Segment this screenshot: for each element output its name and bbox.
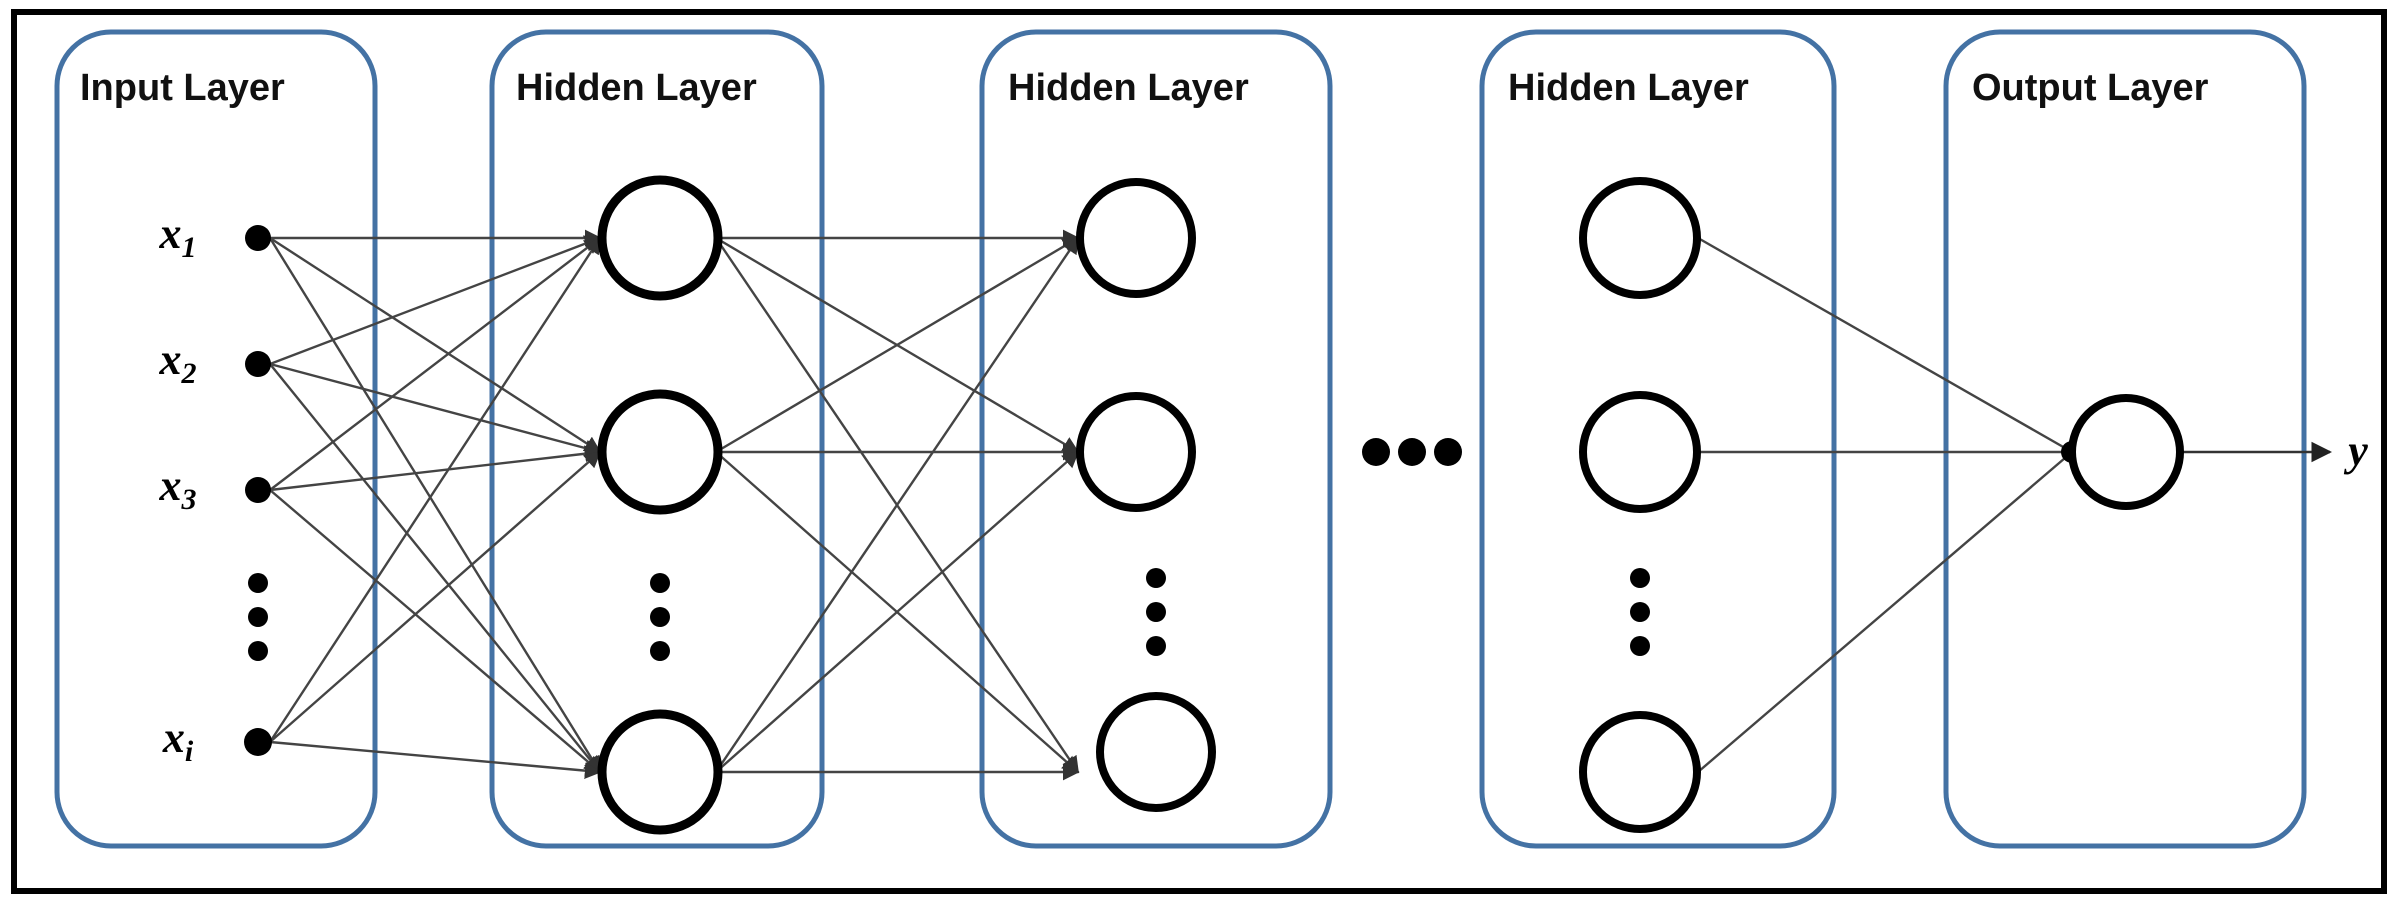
layer-title-hidden-3: Hidden Layer [1508, 67, 1749, 109]
neuron-hidden-1-1 [597, 175, 723, 301]
connections-input-to-hidden-1 [268, 229, 602, 779]
layer-box-output [1943, 29, 2307, 849]
layer-title-hidden-1: Hidden Layer [516, 67, 757, 109]
connections-hidden-3-to-output [1697, 236, 2073, 773]
input-node-x1: x1 [159, 209, 271, 264]
input-dot [245, 225, 271, 251]
input-label-x1: x1 [159, 209, 197, 264]
neuron-hidden-3-2 [1579, 391, 1701, 513]
neuron-hidden-3-3 [1579, 711, 1701, 833]
layers-horizontal-ellipsis-icon [1362, 438, 1462, 466]
hidden-1-vertical-ellipsis-icon [650, 573, 670, 661]
neuron-hidden-2-1 [1076, 178, 1196, 298]
connections-hidden-1-to-hidden-2 [715, 229, 1080, 781]
layer-box-hidden-2 [979, 29, 1333, 849]
input-dot [244, 728, 272, 756]
input-node-x3: x3 [159, 461, 271, 516]
input-vertical-ellipsis-icon [248, 573, 268, 661]
layer-box-hidden-1 [489, 29, 825, 849]
input-node-xi: xi [162, 713, 272, 768]
layer-title-hidden-2: Hidden Layer [1008, 67, 1249, 109]
neuron-output-1 [2068, 394, 2184, 510]
neuron-hidden-1-3 [597, 709, 723, 835]
hidden-3-vertical-ellipsis-icon [1630, 568, 1650, 656]
neuron-hidden-2-2 [1076, 392, 1196, 512]
input-label-xi: xi [162, 713, 194, 768]
input-node-x2: x2 [159, 335, 271, 390]
hidden-2-vertical-ellipsis-icon [1146, 568, 1166, 656]
input-label-x2: x2 [159, 335, 197, 390]
layer-box-input [54, 29, 378, 849]
neuron-hidden-2-3 [1096, 692, 1216, 812]
input-label-x3: x3 [159, 461, 197, 516]
neuron-hidden-1-2 [597, 389, 723, 515]
neuron-hidden-3-1 [1579, 177, 1701, 299]
output-label-y: y [2343, 426, 2368, 475]
input-dot [245, 477, 271, 503]
input-dot [245, 351, 271, 377]
layer-box-hidden-3 [1479, 29, 1837, 849]
layer-title-output: Output Layer [1972, 67, 2209, 109]
layer-title-input: Input Layer [80, 67, 285, 109]
